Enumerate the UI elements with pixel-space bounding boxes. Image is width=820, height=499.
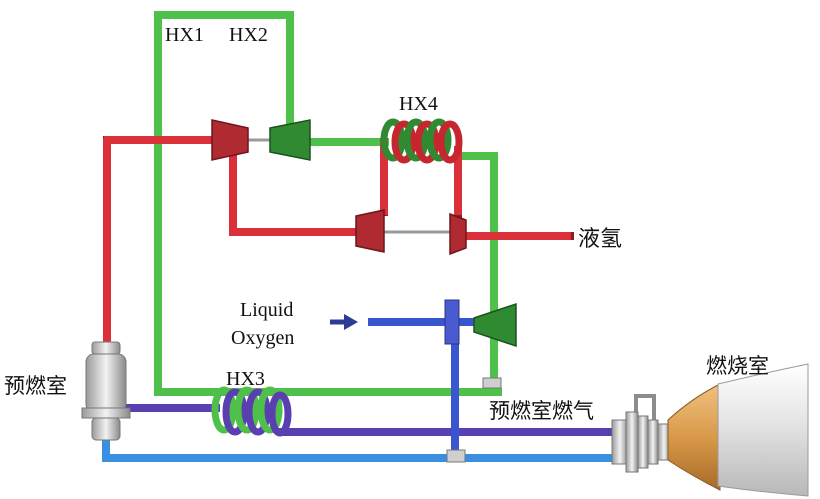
hx2-label: HX2	[229, 24, 268, 46]
liquid-oxygen-arrow	[330, 314, 358, 330]
combustion-chamber-label: 燃烧室	[706, 354, 769, 378]
combustion-chamber	[611, 363, 809, 497]
oxygen-pipes	[121, 404, 644, 436]
hx1-label: HX1	[165, 24, 204, 46]
liquid-hydrogen-label: 液氢	[578, 227, 622, 252]
turbopump-shafts	[246, 138, 452, 234]
hx1-turbine	[211, 119, 249, 161]
hx4-coil	[380, 118, 463, 164]
preburner-vessel	[81, 341, 131, 441]
hydrogen-turbine-lower	[355, 209, 385, 253]
preburner-label: 预燃室	[4, 374, 67, 398]
hx4-label: HX4	[399, 93, 438, 115]
liquid-oxygen-label-line1: Liquid	[240, 299, 293, 321]
hx3-coil	[211, 386, 292, 437]
hx2-pump	[269, 119, 311, 161]
hot-hydrogen-pipes	[103, 136, 574, 359]
preburner-gas-label: 预燃室燃气	[489, 399, 594, 423]
oxygen-pump	[444, 299, 517, 463]
liquid-oxygen-label-line2: Oxygen	[231, 327, 294, 349]
hx3-label: HX3	[226, 368, 265, 390]
hydrogen-pump-lower	[449, 212, 467, 256]
